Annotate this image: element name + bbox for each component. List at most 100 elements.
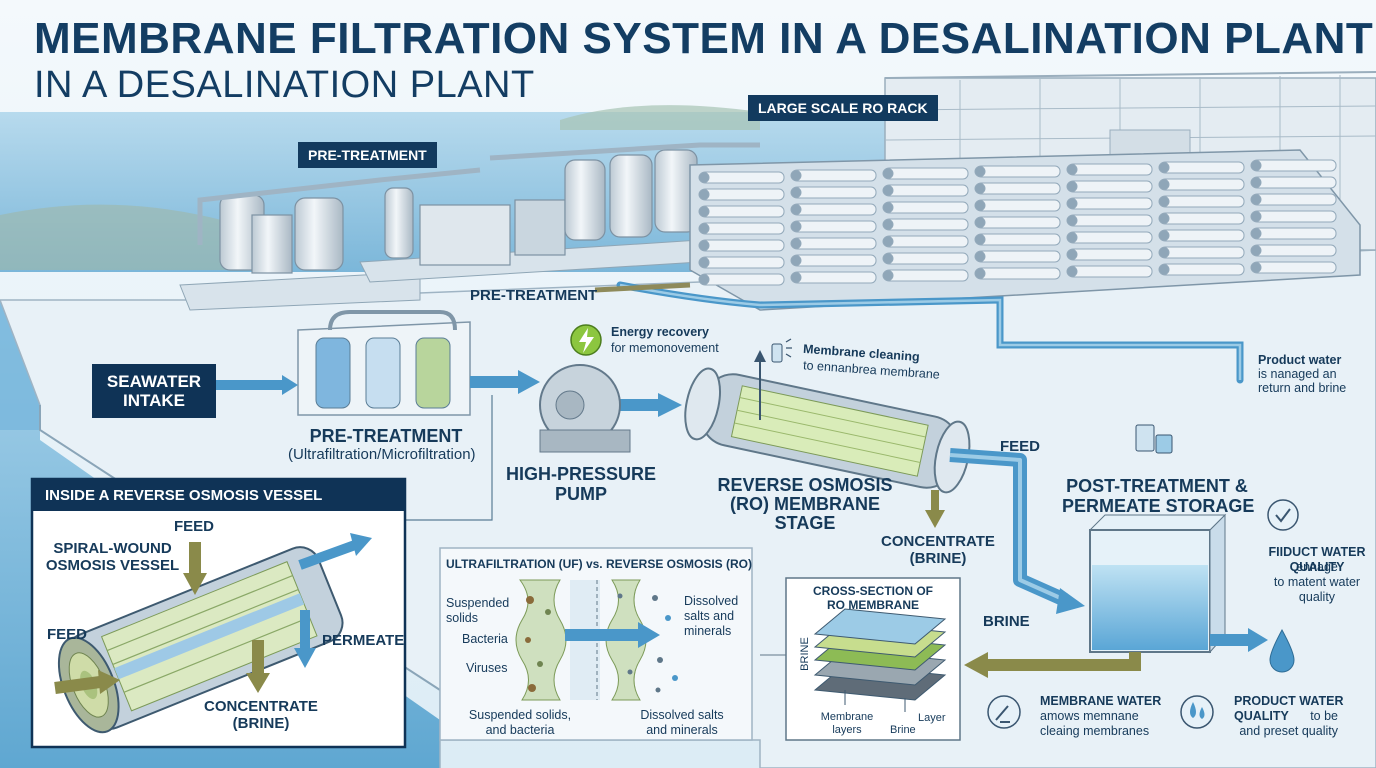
membrane-water-sub: amows memnane cleaing membranes <box>1040 709 1150 738</box>
ro-rack-tube <box>1251 210 1337 223</box>
ro-rack-tube <box>1159 229 1245 242</box>
ro-rack-tube <box>1251 176 1337 189</box>
ro-rack-tube-cap <box>1158 213 1170 224</box>
ro-rack-tube <box>699 171 785 184</box>
vessel-feed-top-label: FEED <box>174 518 215 535</box>
ro-rack-tube <box>791 220 877 233</box>
ro-rack-tube <box>1159 178 1245 191</box>
membrane-water-title: MEMBRANE WATER <box>1040 694 1162 708</box>
ro-rack-tube-cap <box>1250 245 1262 256</box>
ro-rack-tube <box>883 184 969 197</box>
ro-rack-tube-cap <box>790 255 802 266</box>
fiduct-water-quality-sub: ennage to matent water quality <box>1273 560 1361 604</box>
uf-bottom-left-label: Suspended solids, and bacteria <box>468 708 572 737</box>
product-note-line-1: Product water <box>1258 353 1342 367</box>
ro-rack-tube <box>1067 197 1153 210</box>
pretreatment-top-tag: PRE-TREATMENT <box>298 142 437 168</box>
uf-panel-header: ULTRAFILTRATION (UF) vs. REVERSE OSMOSIS… <box>446 557 752 571</box>
ro-rack-tube-cap <box>1066 198 1078 209</box>
fiduct-water-quality-title: FIIDUCT WATER QUALITY <box>1268 545 1366 574</box>
ro-rack-tube-cap <box>1066 249 1078 260</box>
water-containers-icon <box>1135 424 1173 454</box>
ro-rack-tube <box>699 205 785 218</box>
ro-rack-tube-cap <box>882 185 894 196</box>
uf-viruses-label: Viruses <box>466 661 508 675</box>
ro-rack-tube-cap <box>1066 232 1078 243</box>
ro-rack-tube <box>883 218 969 231</box>
ro-rack-tube-cap <box>698 189 710 200</box>
high-pressure-pump-label: HIGH-PRESSURE PUMP <box>506 464 657 504</box>
ro-rack-tube-cap <box>790 238 802 249</box>
ro-rack-tube <box>1067 248 1153 261</box>
ro-membrane-stage-label: REVERSE OSMOSIS (RO) MEMBRANE STAGE <box>717 475 893 533</box>
ro-rack-tube <box>975 250 1061 263</box>
vessel-feed-left-label: FEED <box>47 626 88 643</box>
ro-rack-tube-cap <box>882 168 894 179</box>
ro-rack-tube-cap <box>790 187 802 198</box>
ro-rack-tube-cap <box>1250 211 1262 222</box>
particle <box>665 615 671 621</box>
ro-rack-tube <box>1251 261 1337 274</box>
particle <box>652 595 658 601</box>
water-drops-icon <box>1180 695 1214 729</box>
uf-dissolved-label: Dissolved salts and minerals <box>684 594 739 638</box>
cross-section-membrane-layers: Membrane layers <box>820 711 874 736</box>
ro-rack-tube-cap <box>882 236 894 247</box>
ro-rack-tube <box>883 269 969 282</box>
page-title: MEMBRANE FILTRATION SYSTEM IN A DESALINA… <box>34 14 1374 63</box>
ro-rack-tube-cap <box>882 219 894 230</box>
seawater-intake-box: SEAWATER INTAKE <box>92 364 216 418</box>
ro-rack-tube-cap <box>1158 162 1170 173</box>
ro-rack-tube-cap <box>1066 181 1078 192</box>
particle <box>545 609 551 615</box>
ro-rack-tube-cap <box>698 223 710 234</box>
seawater-intake-label: SEAWATER INTAKE <box>106 372 202 410</box>
feed-right-label: FEED <box>1000 438 1041 455</box>
ro-rack-tube <box>699 239 785 252</box>
ro-rack-tube-cap <box>1250 228 1262 239</box>
uf-bacteria-label: Bacteria <box>462 632 508 646</box>
ro-rack-tube <box>883 252 969 265</box>
uf-bottom-right-label: Dissolved salts and minerals <box>640 708 724 737</box>
ro-rack-tube-cap <box>698 257 710 268</box>
particle <box>627 669 633 675</box>
ro-rack-tube-cap <box>698 172 710 183</box>
ro-rack-tube <box>791 169 877 182</box>
ro-rack-tube-cap <box>974 234 986 245</box>
ro-rack-tube <box>975 233 1061 246</box>
ro-rack-tube-cap <box>974 200 986 211</box>
ro-rack-tube <box>1159 212 1245 225</box>
post-treatment-label: POST-TREATMENT & PERMEATE STORAGE <box>1062 476 1255 516</box>
ro-rack-tube <box>975 199 1061 212</box>
vessel-concentrate-label: CONCENTRATE (BRINE) <box>204 698 318 732</box>
uf-suspended-label: Suspended solids <box>446 596 510 625</box>
ro-rack-tube-cap <box>974 251 986 262</box>
ro-rack-tube <box>975 182 1061 195</box>
cleaning-brush-icon <box>987 695 1021 729</box>
pretreatment-main-label: PRE-TREATMENT <box>309 426 463 446</box>
ro-rack-tube <box>699 188 785 201</box>
ro-rack-tube-cap <box>1250 160 1262 171</box>
ro-rack-tube <box>883 201 969 214</box>
ro-rack-tube <box>1251 227 1337 240</box>
ro-rack-tube <box>1067 180 1153 193</box>
ro-rack-tube <box>883 167 969 180</box>
pretreatment-sub-label: (Ultrafiltration/Microfiltration) <box>288 446 476 463</box>
ro-rack-tube <box>1159 263 1245 276</box>
ro-rack-tube <box>791 237 877 250</box>
ro-rack-tube <box>1159 195 1245 208</box>
ro-rack-tube <box>1251 193 1337 206</box>
brine-label: BRINE <box>983 613 1030 630</box>
vessel-panel-header: INSIDE A REVERSE OSMOSIS VESSEL <box>33 480 404 511</box>
cross-section-layer: Layer <box>918 712 946 724</box>
water-quality-icon <box>1267 499 1299 531</box>
ro-rack-tube-cap <box>1158 179 1170 190</box>
ro-rack-tube-cap <box>698 206 710 217</box>
ro-rack-tube <box>975 267 1061 280</box>
ro-rack-tube-cap <box>790 170 802 181</box>
water-drop-icon <box>1269 628 1295 673</box>
ro-rack-tube <box>1251 244 1337 257</box>
cross-section-brine: Brine <box>890 724 916 736</box>
energy-recovery-sub: for memonovement <box>611 341 719 355</box>
